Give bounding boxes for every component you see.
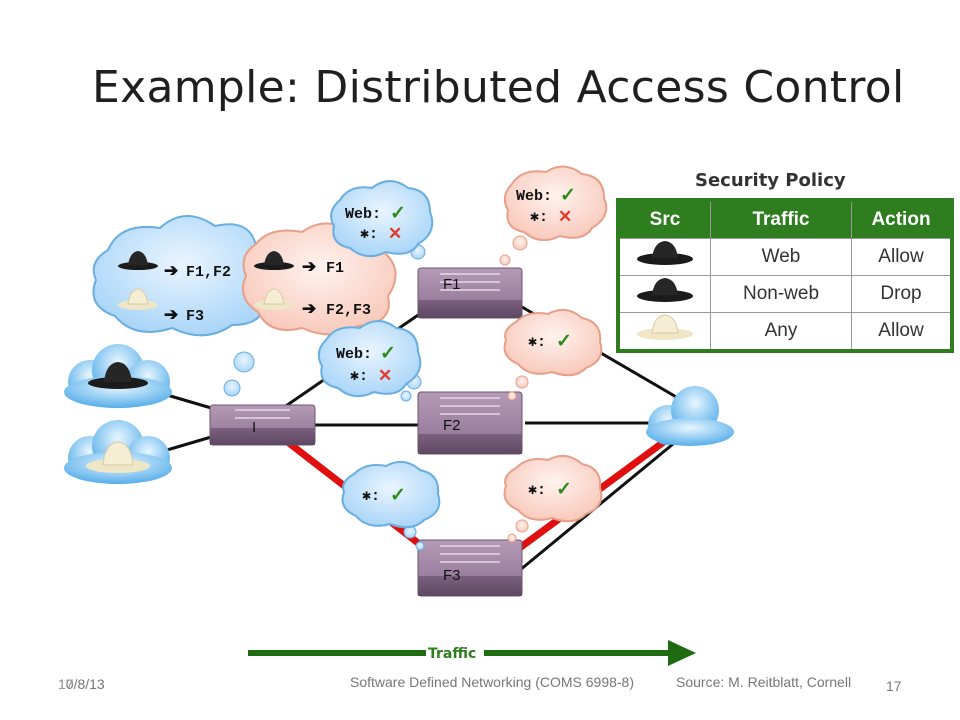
col-src: Src [618, 200, 711, 239]
table-row: Non-web Drop [618, 275, 952, 313]
page-title: Example: Distributed Access Control [92, 62, 905, 113]
black-hat-icon [637, 278, 693, 302]
switch-f2[interactable] [417, 391, 523, 455]
arrow-icon: ➔ [164, 261, 178, 280]
f3-pink-line1: ✱: [528, 482, 546, 499]
white-hat-icon [254, 288, 294, 310]
arrow-icon: ➔ [164, 305, 178, 324]
footer-date-overlay: 17 [58, 676, 74, 692]
check-icon: ✓ [390, 203, 406, 224]
cross-icon: ✕ [378, 366, 392, 385]
traffic-cell: Web [710, 238, 852, 276]
ingress-thought-bubble: ➔ F1,F2 ➔ F3 [92, 215, 273, 397]
link-f3-to-dst [519, 428, 691, 572]
f1-blue-thought-bubble: Web: ✓ ✱: ✕ [330, 180, 434, 260]
black-hat-icon [254, 251, 294, 270]
f1-pink-thought-bubble: Web: ✓ ✱: ✕ [499, 165, 608, 266]
pink-bubble-row1: F1 [326, 260, 344, 277]
src-cell [618, 312, 711, 351]
source-cloud-black [64, 344, 172, 408]
policy-heading: Security Policy [695, 170, 846, 191]
ingress-bubble-row2: F3 [186, 308, 204, 325]
check-icon: ✓ [390, 485, 406, 506]
traffic-arrow: Traffic [248, 640, 696, 666]
table-row: Any Allow [618, 312, 952, 351]
destination-cloud [646, 386, 734, 446]
black-hat-icon [118, 251, 158, 270]
col-traffic: Traffic [710, 200, 852, 239]
footer-course: Software Defined Networking (COMS 6998-8… [350, 674, 635, 690]
f3-blue-thought-bubble: ✱: ✓ [341, 460, 441, 551]
arrow-icon: ➔ [302, 257, 316, 276]
col-action: Action [851, 200, 952, 239]
traffic-cell: Non-web [710, 275, 852, 313]
switch-i[interactable] [209, 404, 316, 446]
action-cell: Allow [851, 238, 952, 276]
traffic-label: Traffic [428, 646, 476, 662]
switch-f3[interactable] [417, 539, 523, 597]
check-icon: ✓ [556, 331, 572, 352]
f1-blue-line1: Web: [345, 206, 381, 223]
cross-icon: ✕ [388, 224, 402, 243]
f3-blue-line1: ✱: [362, 488, 380, 505]
switch-f1[interactable] [417, 267, 523, 319]
switch-i-label: I [252, 419, 256, 436]
src-cell [618, 238, 711, 276]
table-row: Web Allow [618, 238, 952, 276]
f2-pink-line1: ✱: [528, 334, 546, 351]
f1-pink-line1: Web: [516, 188, 552, 205]
footer-source: Source: M. Reitblatt, Cornell [676, 674, 852, 690]
f2-blue-thought-bubble: Web: ✓ ✱: ✕ [317, 320, 422, 402]
policy-header-row: Src Traffic Action [618, 200, 952, 239]
check-icon: ✓ [560, 185, 576, 206]
black-hat-icon [88, 362, 148, 389]
f2-blue-line1: Web: [336, 346, 372, 363]
traffic-cell: Any [710, 312, 852, 351]
f3-pink-thought-bubble: ✱: ✓ [503, 454, 603, 543]
footer-date: 10/8/13 [58, 676, 105, 692]
footer-page-number: 17 [886, 678, 902, 694]
white-hat-icon [637, 314, 693, 340]
action-cell: Allow [851, 312, 952, 351]
white-hat-icon [86, 441, 150, 473]
pink-bubble-row2: F2,F3 [326, 302, 371, 319]
security-policy-table: Src Traffic Action Web Allow Non-web Dro… [616, 198, 954, 353]
ingress-bubble-row1: F1,F2 [186, 264, 231, 281]
switch-f3-label: F3 [443, 567, 461, 584]
check-icon: ✓ [380, 343, 396, 364]
check-icon: ✓ [556, 479, 572, 500]
switch-f2-label: F2 [443, 417, 461, 434]
action-cell: Drop [851, 275, 952, 313]
source-cloud-white [64, 420, 172, 484]
cross-icon: ✕ [558, 207, 572, 226]
f2-pink-thought-bubble: ✱: ✓ [503, 308, 603, 401]
white-hat-icon [118, 288, 158, 310]
f2-blue-line2: ✱: [350, 368, 368, 385]
src-cell [618, 275, 711, 313]
f1-pink-line2: ✱: [530, 209, 548, 226]
switch-f1-label: F1 [443, 276, 461, 293]
arrow-icon: ➔ [302, 299, 316, 318]
black-hat-icon [637, 241, 693, 265]
f1-blue-line2: ✱: [360, 226, 378, 243]
